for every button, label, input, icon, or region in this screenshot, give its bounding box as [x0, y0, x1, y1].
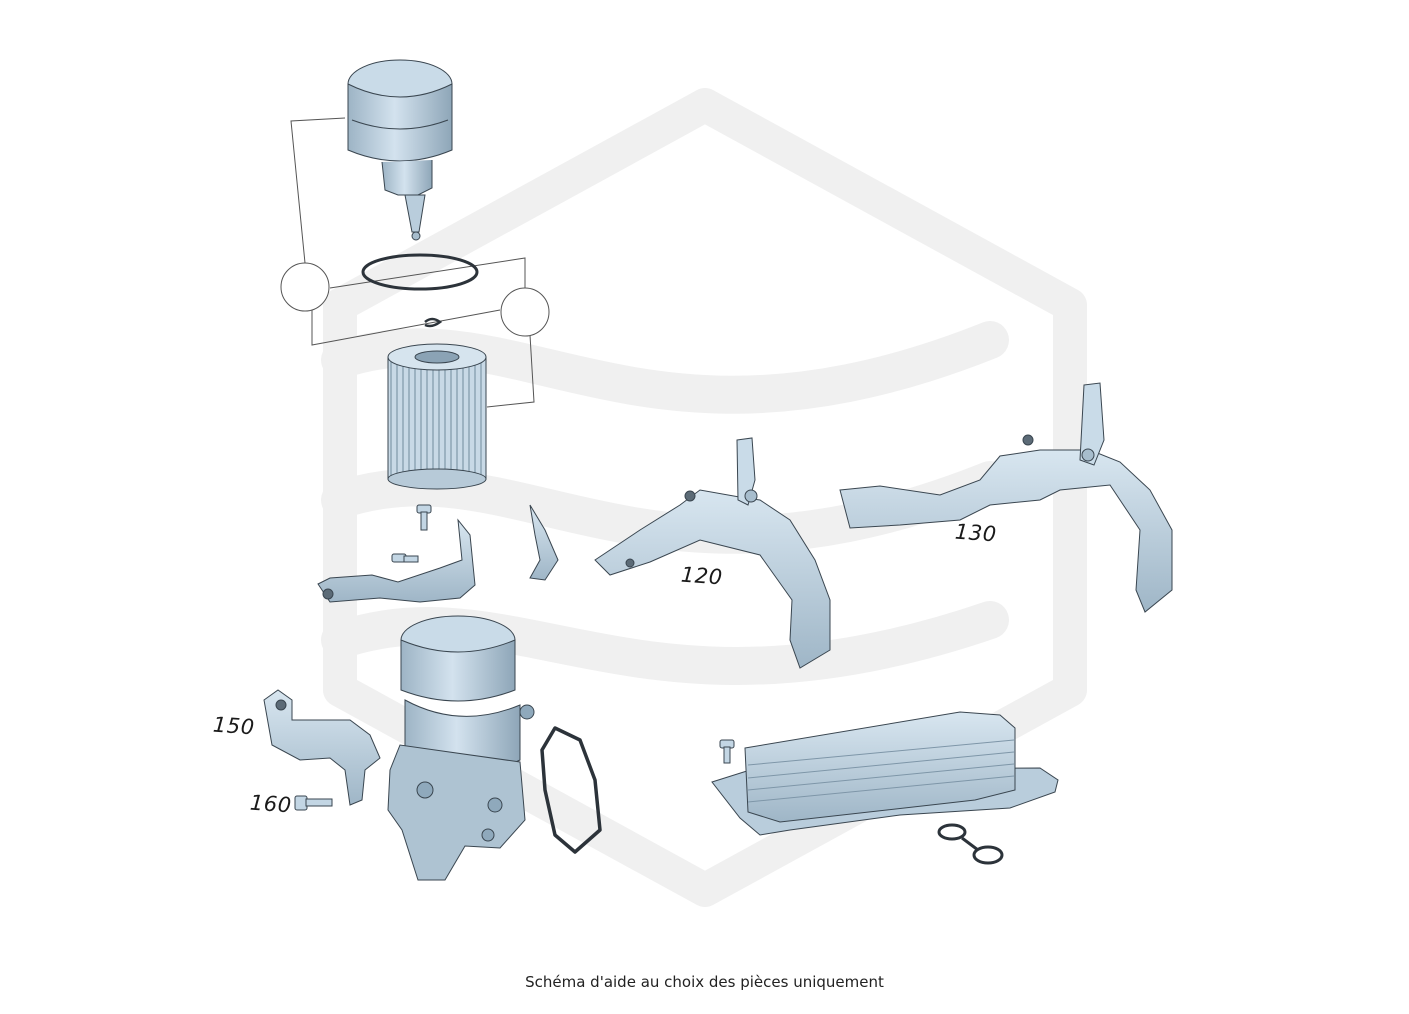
- part-label-120[interactable]: 120: [680, 562, 724, 590]
- part-label-150[interactable]: 150: [212, 712, 256, 740]
- bracket-120-icon: [594, 437, 831, 669]
- callout-circles: [280, 262, 550, 337]
- cooler-gasket-icon: [937, 823, 1004, 865]
- oil-filter-cap-icon: [347, 59, 453, 241]
- screw-160-icon: [294, 795, 333, 811]
- o-ring-icon: [361, 253, 479, 291]
- part-label-130[interactable]: 130: [954, 519, 998, 547]
- diagram-caption: Schéma d'aide au choix des pièces unique…: [525, 973, 884, 991]
- clip-icon: [424, 317, 443, 328]
- bracket-small-icon: [317, 504, 559, 603]
- bracket-150-icon: [263, 689, 381, 806]
- housing-gasket-icon: [540, 726, 602, 854]
- bracket-130-icon: [839, 382, 1173, 613]
- screw-icon: [391, 504, 432, 563]
- oil-cooler-icon: [711, 711, 1059, 836]
- filter-element-icon: [387, 343, 487, 490]
- oil-filter-housing-icon: [387, 615, 535, 881]
- part-label-160[interactable]: 160: [249, 790, 293, 818]
